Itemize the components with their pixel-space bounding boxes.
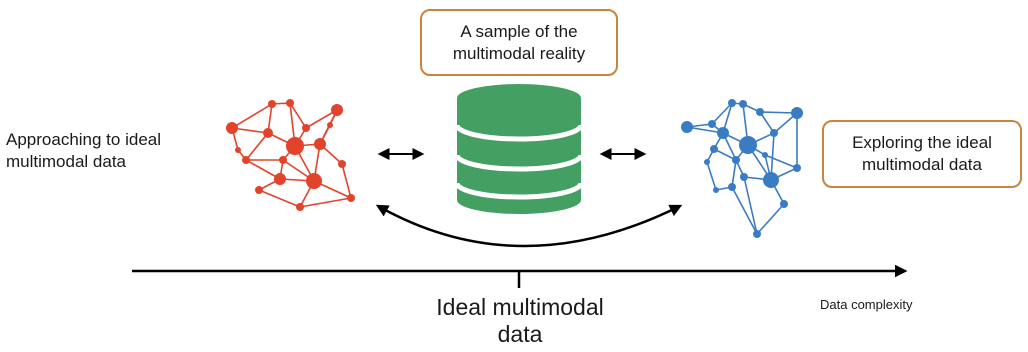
graph-node [728,183,736,191]
graph-node [306,173,322,189]
graph-node [717,127,729,139]
red-network-graph-icon [226,99,355,211]
graph-edge [289,102,307,129]
top-box: A sample of the multimodal reality [420,9,618,76]
graph-node [756,108,764,116]
axis-center-label: Ideal multimodal data [436,294,604,347]
graph-edge [686,126,724,134]
graph-node [739,136,757,154]
axis-end-label: Data complexity [820,297,913,312]
graph-edge [731,159,737,188]
graph-edge [764,154,798,169]
graph-edge [743,176,758,235]
graph-edge [759,111,798,114]
graph-node [263,128,273,138]
graph-node [347,194,355,202]
graph-node [681,121,693,133]
graph-edge [299,197,352,208]
graph-node [713,187,719,193]
graph-node [296,203,304,211]
graph-node [708,120,716,128]
left-label: Approaching to ideal multimodal data [6,130,162,171]
graph-edge [731,186,758,235]
graph-node [740,173,748,181]
graph-edge [231,103,273,129]
graph-node [791,107,803,119]
graph-edge [231,127,269,134]
graph-edge [245,132,269,161]
graph-node [728,99,736,107]
graph-node [338,160,346,168]
graph-node [710,145,718,153]
graph-node [327,122,333,128]
graph-node [793,164,801,172]
graph-node [226,122,238,134]
graph-edge [756,203,785,235]
graph-node [286,99,294,107]
graph-node [235,147,241,153]
graph-node [331,104,343,116]
top-box-text: A sample of the multimodal reality [452,21,586,63]
graph-node [242,156,250,164]
blue-network-graph-icon [681,99,803,238]
graph-node [732,156,740,164]
graph-node [286,137,304,155]
graph-node [274,173,286,185]
graph-node [762,152,768,158]
graph-node [770,129,778,137]
graph-node [302,124,310,132]
right-box-text: Exploring the ideal multimodal data [852,133,992,174]
graph-edge [711,102,733,125]
graph-node [704,159,710,165]
graph-node [780,200,788,208]
graph-node [753,230,761,238]
graph-node [268,100,276,108]
graph-edge [759,111,775,134]
database-cylinder-icon [454,84,584,214]
graph-edge [258,189,301,208]
graph-node [255,186,263,194]
curved-double-arrow [375,204,683,248]
graph-node [739,100,747,108]
right-box: Exploring the ideal multimodal data [822,120,1022,188]
graph-edge [706,161,717,191]
graph-node [279,156,287,164]
graph-node [314,138,326,150]
graph-node [763,172,779,188]
graph-edge [245,159,281,180]
graph-edge [713,148,737,161]
graph-edge [341,163,352,199]
